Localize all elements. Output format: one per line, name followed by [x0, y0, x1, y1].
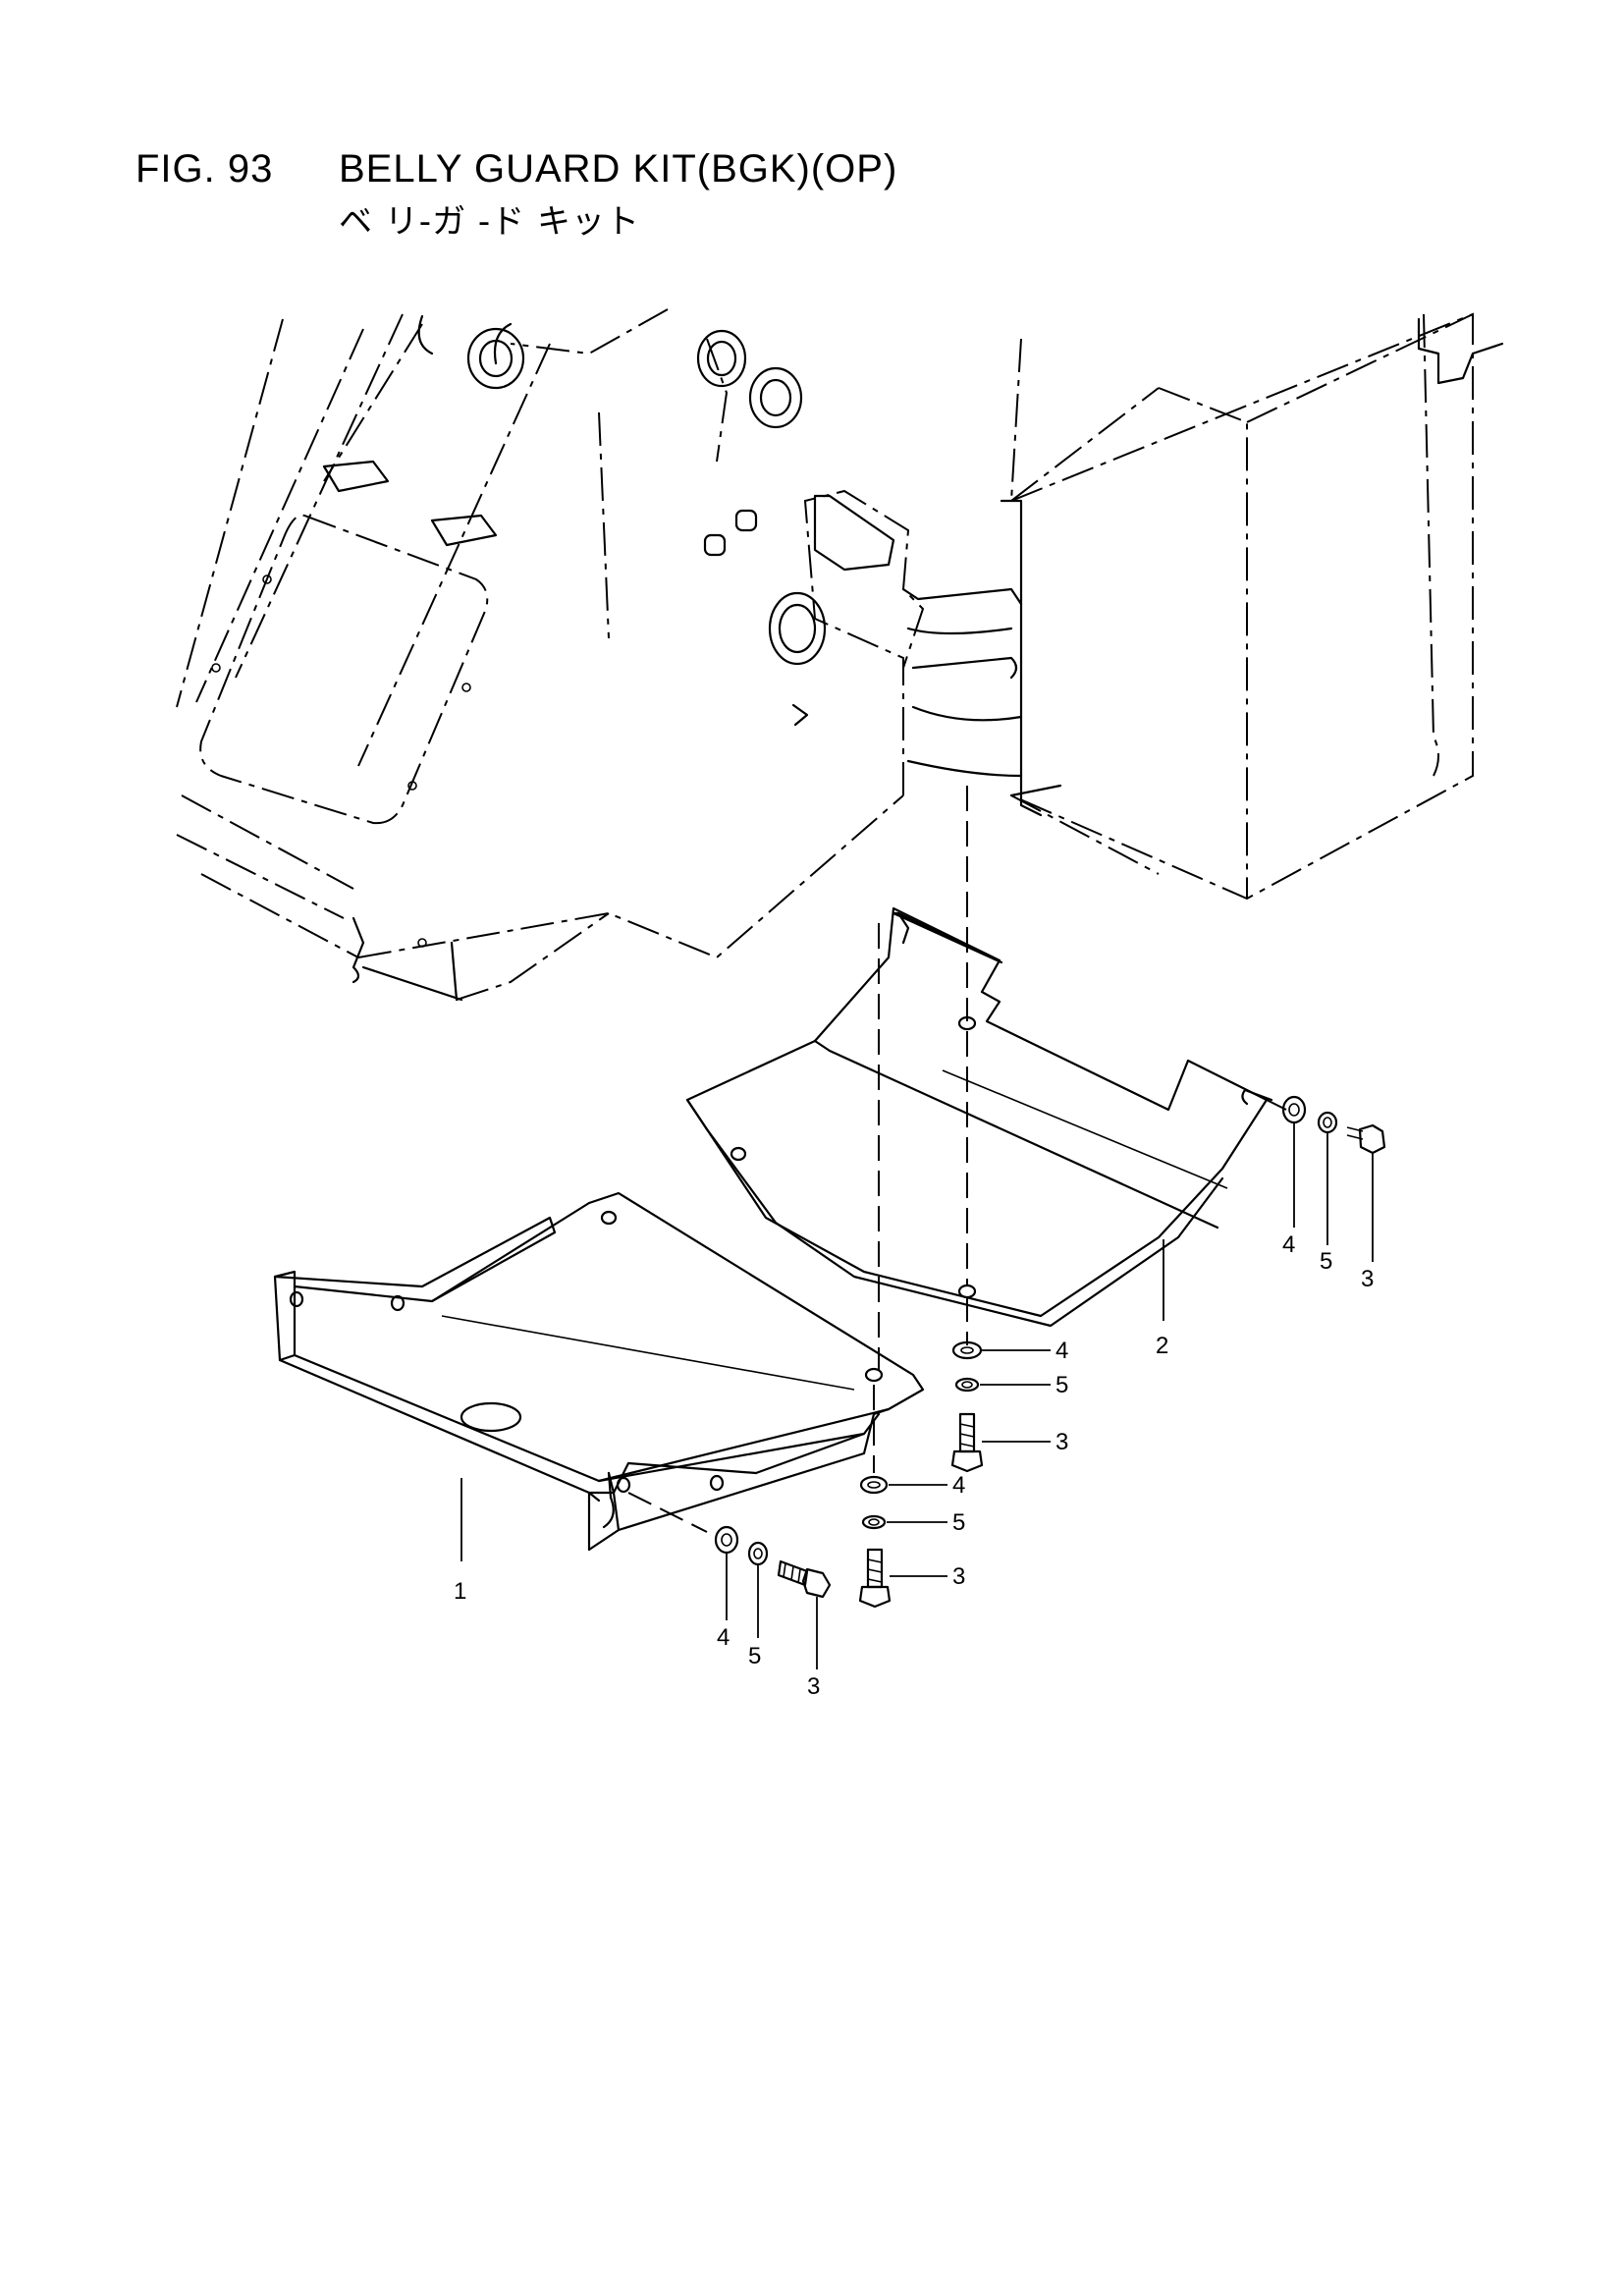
callout-spring-washer-left: 5 — [748, 1643, 761, 1669]
figure-subtitle-japanese: ベ リ-ガ -ド キット — [339, 202, 640, 242]
callout-bolt-left: 3 — [807, 1673, 820, 1700]
flat-washer-icon — [951, 1340, 983, 1360]
spring-washer-icon — [747, 1541, 769, 1566]
callout-washer-left: 4 — [717, 1624, 730, 1651]
bolt-icon — [1358, 1123, 1386, 1155]
callout-spring-washer-center-lower: 5 — [952, 1509, 965, 1536]
callout-washer-center-upper: 4 — [1055, 1338, 1068, 1364]
belly-guard-plate-rear — [685, 906, 1273, 1328]
flat-washer-icon — [714, 1525, 739, 1555]
callout-part-2: 2 — [1156, 1333, 1168, 1359]
spring-washer-icon — [1317, 1111, 1338, 1134]
flat-washer-icon — [1281, 1095, 1307, 1124]
callout-part-1: 1 — [454, 1578, 466, 1605]
flat-washer-icon — [859, 1475, 889, 1495]
assembly-center-lines — [627, 786, 1287, 1533]
callout-bolt-center-lower: 3 — [952, 1563, 965, 1590]
callout-spring-washer-right: 5 — [1320, 1248, 1332, 1275]
callout-washer-right: 4 — [1282, 1231, 1295, 1258]
callout-spring-washer-center-upper: 5 — [1055, 1372, 1068, 1398]
belly-guard-plate-front — [273, 1191, 925, 1552]
figure-number: FIG. 93 — [135, 147, 274, 191]
fastener-set-center-upper — [950, 1340, 984, 1473]
spring-washer-icon — [954, 1377, 980, 1393]
callout-numbers: 1 2 4 5 3 4 5 3 4 5 3 4 5 3 — [454, 1231, 1374, 1700]
leader-lines — [460, 1122, 1374, 1669]
figure-title: BELLY GUARD KIT(BGK)(OP) — [339, 147, 898, 191]
callout-washer-center-lower: 4 — [952, 1472, 965, 1499]
fastener-set-left — [714, 1525, 832, 1599]
callout-bolt-center-upper: 3 — [1055, 1429, 1068, 1455]
fastener-set-center-lower — [858, 1475, 892, 1609]
fastener-set-right — [1281, 1095, 1386, 1155]
spring-washer-icon — [861, 1514, 887, 1530]
callout-bolt-right: 3 — [1361, 1266, 1374, 1292]
machine-frame-outline — [176, 308, 1474, 1001]
machine-frame-solid — [211, 314, 1504, 1002]
